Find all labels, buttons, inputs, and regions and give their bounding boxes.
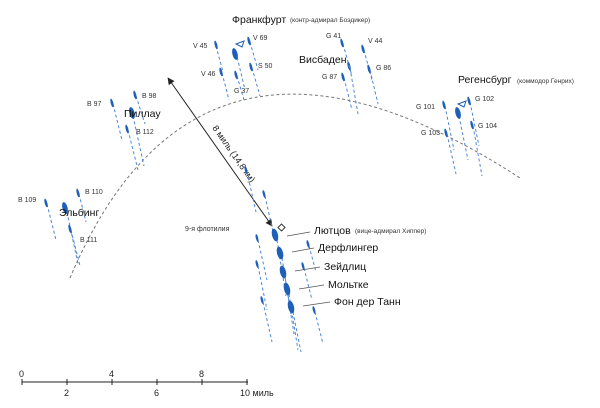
wiesbaden-name: Висбаден xyxy=(299,54,347,66)
group-pillau: Пиллау B 97 B 98 B 112 xyxy=(87,90,161,171)
svg-text:G 37: G 37 xyxy=(234,88,249,95)
bc-moltke: Мольтке xyxy=(283,279,369,351)
svg-text:V 46: V 46 xyxy=(201,71,216,78)
screen-arc xyxy=(69,93,521,279)
ship-b112: B 112 xyxy=(125,124,154,171)
ship-s50: S 50 xyxy=(249,62,273,97)
svg-text:G 102: G 102 xyxy=(475,96,494,103)
svg-text:V 44: V 44 xyxy=(368,38,383,45)
ship-g86: G 86 xyxy=(367,64,391,105)
svg-text:B 98: B 98 xyxy=(142,93,157,100)
ship-g87: G 87 xyxy=(322,72,353,111)
group-elbing: Эльбинг B 109 B 110 B 111 xyxy=(18,188,103,267)
svg-text:S 50: S 50 xyxy=(258,63,273,70)
svg-text:B 109: B 109 xyxy=(18,197,36,204)
triangle-flag-icon xyxy=(234,40,245,48)
ship-b109: B 109 xyxy=(18,197,57,241)
ship-v45: V 45 xyxy=(193,40,224,73)
flotilla-ship xyxy=(244,166,257,213)
ship-b97: B 97 xyxy=(87,98,123,141)
scale-tick-4: 4 xyxy=(109,369,114,379)
moltke-name: Мольтке xyxy=(328,279,369,291)
flotilla-ship xyxy=(255,234,268,281)
regensburg-commander: (коммодор Генрих) xyxy=(517,78,574,85)
vdtann-name: Фон дер Танн xyxy=(334,296,401,308)
ship-g101: G 101 xyxy=(416,100,455,151)
derfflinger-name: Дерфлингер xyxy=(318,242,378,254)
svg-text:B 111: B 111 xyxy=(80,237,97,244)
svg-text:V 45: V 45 xyxy=(193,43,208,50)
elbing-name: Эльбинг xyxy=(59,207,99,219)
svg-text:G 87: G 87 xyxy=(322,74,337,81)
frankfurt-commander: (контр-адмирал Боэдикер) xyxy=(290,17,370,24)
flotilla-ship xyxy=(255,260,268,311)
scale-tick-2: 2 xyxy=(64,388,69,398)
flotilla-ship xyxy=(306,240,317,273)
wiesbaden-ship xyxy=(347,61,359,115)
scale-bar: 0 4 8 2 6 10 миль xyxy=(19,369,274,398)
frankfurt-ship xyxy=(232,40,246,91)
ship-b110: B 110 xyxy=(76,188,103,223)
ship-g104: G 104 xyxy=(470,120,497,177)
svg-text:G 103: G 103 xyxy=(421,130,440,137)
regensburg-ship xyxy=(455,100,469,161)
ship-g102: G 102 xyxy=(467,96,494,147)
group-regensburg: Регенсбург (коммодор Генрих) G 101 G 102… xyxy=(416,74,574,177)
distance-label: 8 миль (14,8 км) xyxy=(210,123,257,184)
svg-text:G 101: G 101 xyxy=(416,104,435,111)
triangle-flag-icon xyxy=(456,100,467,108)
svg-text:B 112: B 112 xyxy=(136,129,154,136)
scale-tick-8: 8 xyxy=(199,369,204,379)
svg-text:G 104: G 104 xyxy=(478,123,497,130)
regensburg-name: Регенсбург xyxy=(458,74,512,86)
scale-tick-6: 6 xyxy=(154,388,159,398)
ninth-flotilla: 9-я флотилия xyxy=(185,166,324,345)
svg-text:B 110: B 110 xyxy=(85,189,103,196)
flotilla-ship xyxy=(312,306,324,345)
flotilla-ship xyxy=(301,262,313,301)
ship-v69: V 69 xyxy=(247,35,268,71)
frankfurt-name: Франкфурт xyxy=(232,14,286,26)
group-wiesbaden: Висбаден G 41 V 44 G 87 G 86 xyxy=(299,33,391,115)
pillau-ship xyxy=(129,107,145,167)
battlecruiser-column: Лютцов (вице-адмирал Хиппер) Дерфлингер … xyxy=(271,223,426,353)
ship-g41: G 41 xyxy=(326,33,353,77)
bc-von-der-tann: Фон дер Танн xyxy=(287,296,401,353)
ship-g37: G 37 xyxy=(234,70,249,101)
ship-g103: G 103 xyxy=(421,128,457,175)
ship-v46: V 46 xyxy=(201,67,230,101)
svg-text:G 41: G 41 xyxy=(326,33,341,40)
svg-text:B 97: B 97 xyxy=(87,101,102,108)
group-frankfurt: Франкфурт (контр-адмирал Боэдикер) V 45 … xyxy=(193,14,370,101)
svg-text:V 69: V 69 xyxy=(253,35,268,42)
lutzow-name: Лютцов xyxy=(314,225,351,237)
flotilla-ship xyxy=(260,296,273,343)
elbing-ship xyxy=(62,202,79,265)
flotilla-ship xyxy=(262,190,274,233)
flotilla-label: 9-я флотилия xyxy=(185,226,230,233)
seydlitz-name: Зейдлиц xyxy=(324,261,366,273)
lutzow-commander: (вице-адмирал Хиппер) xyxy=(355,228,426,235)
ship-b111: B 111 xyxy=(68,224,97,267)
pillau-name: Пиллау xyxy=(124,108,161,120)
distance-arrow xyxy=(167,77,273,227)
ship-v44: V 44 xyxy=(361,38,383,81)
svg-text:G 86: G 86 xyxy=(376,65,391,72)
scale-tick-0: 0 xyxy=(19,369,24,379)
ship-b98: B 98 xyxy=(133,90,157,125)
scale-tick-10: 10 миль xyxy=(240,388,274,398)
flagship-marker-icon xyxy=(277,223,286,232)
